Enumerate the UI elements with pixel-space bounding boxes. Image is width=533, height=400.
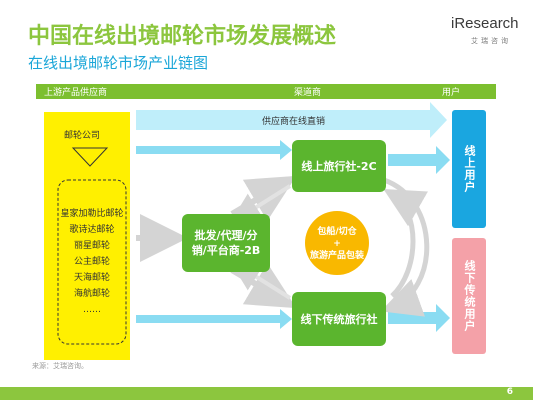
arrow-wholesale-to-online	[230, 175, 297, 221]
supplier-list-frame	[57, 179, 127, 345]
page-number: 6	[506, 387, 513, 397]
list-item: 丽星邮轮	[73, 241, 110, 251]
center-label-plus: +	[333, 239, 341, 249]
online-user-label: 线上用户	[463, 145, 476, 193]
list-item: 海航邮轮	[73, 289, 110, 299]
chain-header-bar: 上游产品供应商 渠道商 用户	[36, 84, 496, 99]
logo-text: iResearch	[451, 15, 519, 32]
down-triangle-icon	[71, 147, 109, 167]
offline-user-label: 线下传统用户	[463, 260, 476, 332]
wholesale-box	[182, 214, 270, 272]
direct-sales-arrow	[136, 102, 447, 138]
offline-agency-box	[292, 292, 386, 346]
offline-user-box	[452, 238, 486, 354]
center-label-line2: 旅游产品包装	[309, 251, 364, 261]
arc-offline-to-online	[383, 189, 428, 298]
list-item: 公主邮轮	[73, 257, 110, 267]
online-agency-label: 线上旅行社-2C	[301, 160, 377, 173]
offline-agency-label: 线下传统旅行社	[300, 313, 378, 326]
wholesale-label: 批发/代理/分 销/平台商-2B	[182, 214, 270, 272]
page-subtitle: 在线出境邮轮市场产业链图	[28, 54, 209, 72]
online-user-box	[452, 110, 486, 228]
arrow-online-to-users	[388, 146, 450, 174]
center-label-line1: 包船/切仓	[317, 227, 357, 237]
list-item: ……	[83, 305, 101, 315]
list-item: 天海邮轮	[73, 273, 110, 283]
list-item: 歌诗达邮轮	[69, 225, 115, 235]
header-channel: 渠道商	[294, 88, 322, 98]
center-circle	[305, 211, 369, 275]
logo-subtext: 艾瑞咨询	[471, 37, 511, 45]
footer-bar: 6	[0, 387, 533, 400]
source-note: 来源：艾瑞咨询。	[32, 362, 88, 370]
arrow-wholesale-to-offline	[230, 263, 297, 309]
supplier-list: 皇家加勒比邮轮 歌诗达邮轮 丽星邮轮 公主邮轮 天海邮轮 海航邮轮 ……	[60, 206, 124, 318]
arrow-supplier-to-online	[136, 140, 292, 160]
arrow-supplier-to-offline	[136, 309, 292, 329]
online-agency-box	[292, 140, 386, 192]
page-title: 中国在线出境邮轮市场发展概述	[28, 24, 337, 49]
supplier-label: 邮轮公司	[64, 131, 101, 141]
wholesale-label-line1: 批发/代理/分	[194, 229, 258, 242]
arrow-offline-to-users	[388, 304, 450, 332]
direct-sales-label: 供应商在线直销	[262, 117, 326, 127]
iresearch-logo: iResearch 艾瑞咨询	[451, 15, 529, 51]
header-upstream: 上游产品供应商	[44, 88, 108, 98]
wholesale-label-line2: 销/平台商-2B	[191, 244, 261, 257]
center-label: 包船/切仓 + 旅游产品包装	[305, 220, 369, 268]
header-users: 用户	[442, 88, 461, 98]
arc-online-to-offline	[380, 177, 430, 317]
list-item: 皇家加勒比邮轮	[60, 209, 124, 219]
